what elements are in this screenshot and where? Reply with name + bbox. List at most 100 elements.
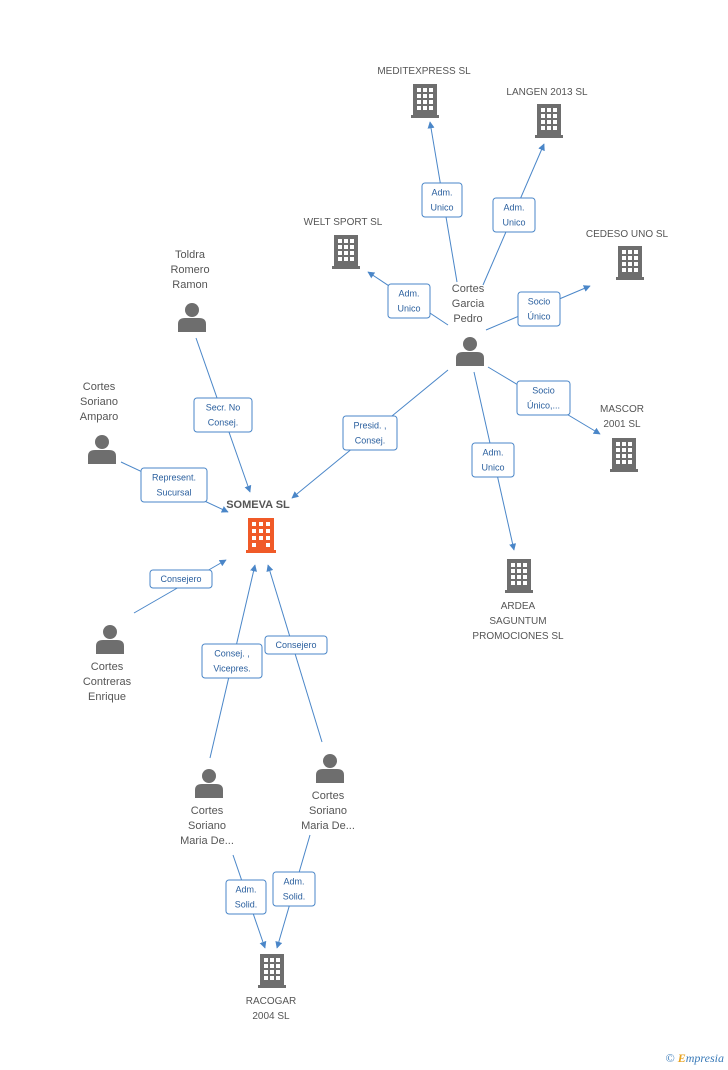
edge-label-box <box>201 643 263 679</box>
edge-label-text: Solid. <box>283 892 306 902</box>
edge-label-text: Consej. <box>355 436 386 446</box>
edge-label-text: Secr. No <box>206 403 241 413</box>
copyright-icon: © <box>665 1051 675 1065</box>
edge-label-box <box>492 197 536 233</box>
building-icon <box>332 235 360 269</box>
person-icon <box>316 754 344 783</box>
building-icon <box>246 518 276 553</box>
node-label-line: LANGEN 2013 SL <box>506 87 588 98</box>
edge-label-e_mascor[interactable]: SocioÚnico,... <box>516 380 571 416</box>
node-label-line: SAGUNTUM <box>489 616 546 627</box>
person-icon <box>456 337 484 366</box>
company-node-welt[interactable]: WELT SPORT SL <box>304 217 383 269</box>
node-label-line: Maria De... <box>180 835 234 847</box>
node-label-line: Soriano <box>188 820 226 832</box>
person-icon <box>178 303 206 332</box>
edge-label-box <box>517 291 561 327</box>
edge-label-text: Consejero <box>275 640 316 650</box>
edge-label-box <box>140 467 208 503</box>
node-label-line: Romero <box>170 264 209 276</box>
edge-label-box <box>471 442 515 478</box>
node-label-line: Cortes <box>91 661 124 673</box>
node-label-line: Cortes <box>191 805 224 817</box>
edge-label-e_ardea[interactable]: Adm. Unico <box>471 442 515 478</box>
node-label-line: Cortes <box>83 381 116 393</box>
node-label-line: Soriano <box>80 396 118 408</box>
company-node-cedeso[interactable]: CEDESO UNO SL <box>586 229 669 280</box>
building-icon <box>258 954 286 988</box>
edge-label-text: Adm. <box>503 203 524 213</box>
company-node-meditexpress[interactable]: MEDITEXPRESS SL <box>377 66 471 118</box>
edge-label-text: Adm. <box>283 877 304 887</box>
edge-label-box <box>516 380 571 416</box>
person-icon <box>195 769 223 798</box>
building-icon <box>535 104 563 138</box>
edge-label-e_welt[interactable]: Adm.Unico <box>387 283 431 319</box>
companies: MEDITEXPRESS SL LANGEN 2013 SL WELT SPORT … <box>246 66 669 1022</box>
edge-label-e_contreras[interactable]: Consejero <box>149 569 213 589</box>
edge-label-box <box>387 283 431 319</box>
edge-label-text: Adm. <box>398 289 419 299</box>
person-icon <box>88 435 116 464</box>
edge-label-text: Adm. <box>482 448 503 458</box>
someva-label: SOMEVA SL <box>226 499 290 511</box>
node-label-line: CEDESO UNO SL <box>586 229 669 240</box>
node-label-line: Contreras <box>83 676 132 688</box>
edge-label-text: Adm. <box>235 885 256 895</box>
edge-label-e_racogar1[interactable]: Adm. Solid. <box>225 879 267 915</box>
edge-label-text: Solid. <box>235 900 258 910</box>
edge-label-box <box>421 182 463 218</box>
node-label-line: Pedro <box>453 313 482 325</box>
edge-label-e_meditexpress[interactable]: Adm.Unico <box>421 182 463 218</box>
edge-label-box <box>264 635 328 655</box>
edge-label-text: Consej. <box>208 418 239 428</box>
edge-label-text: Unico <box>502 218 525 228</box>
node-label-line: Garcia <box>452 298 485 310</box>
edge-label-box <box>272 871 316 907</box>
edge-label-e_maria2[interactable]: Consejero <box>264 635 328 655</box>
node-label-line: 2004 SL <box>252 1011 290 1022</box>
building-icon <box>616 246 644 280</box>
node-label-line: 2001 SL <box>603 419 641 430</box>
edge-label-text: Único,... <box>527 401 560 411</box>
edge-label-e_racogar2[interactable]: Adm. Solid. <box>272 871 316 907</box>
edge-label-text: Socio <box>528 297 551 307</box>
node-label-line: MASCOR <box>600 404 644 415</box>
node-label-line: RACOGAR <box>246 996 297 1007</box>
someva-node[interactable]: SOMEVA SL <box>226 499 290 553</box>
edge-label-text: Unico <box>481 463 504 473</box>
edge-label-e_langen[interactable]: Adm. Unico <box>492 197 536 233</box>
edge-label-text: Sucursal <box>156 488 191 498</box>
edge-label-e_maria1[interactable]: Consej. ,Vicepres. <box>201 643 263 679</box>
edge-label-e_toldra[interactable]: Secr. No Consej. <box>193 397 253 433</box>
edge-label-text: Socio <box>532 386 555 396</box>
company-node-racogar[interactable]: RACOGAR 2004 SL <box>246 954 297 1022</box>
building-icon <box>411 84 439 118</box>
edge-label-text: Represent. <box>152 473 196 483</box>
edge-label-text: Único <box>527 312 550 322</box>
node-label-line: MEDITEXPRESS SL <box>377 66 471 77</box>
node-label-line: Enrique <box>88 691 126 703</box>
empresia-watermark: ©Empresia <box>666 1051 724 1066</box>
building-icon <box>505 559 533 593</box>
edge-label-e_pedro_someva[interactable]: Presid. ,Consej. <box>342 415 398 451</box>
person-icon <box>96 625 124 654</box>
node-label-line: Toldra <box>175 249 206 261</box>
node-label-line: PROMOCIONES SL <box>472 631 564 642</box>
company-node-langen[interactable]: LANGEN 2013 SL <box>506 87 588 138</box>
company-node-mascor[interactable]: MASCOR 2001 SL <box>600 404 644 472</box>
edge-label-box <box>193 397 253 433</box>
node-label-line: Cortes <box>312 790 345 802</box>
edge-label-e_amparo[interactable]: Represent. Sucursal <box>140 467 208 503</box>
edge-label-text: Vicepres. <box>213 664 250 674</box>
